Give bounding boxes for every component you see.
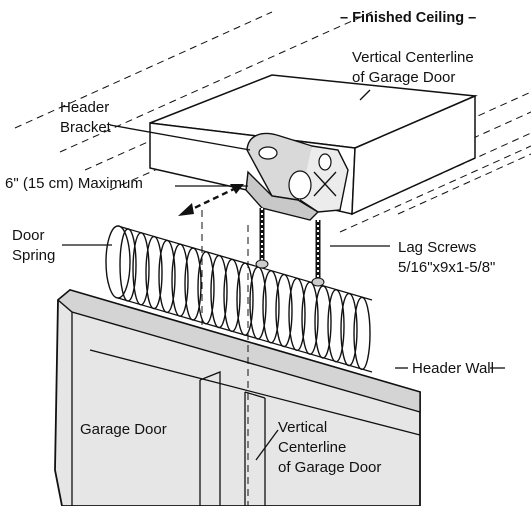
spring-coil xyxy=(314,285,332,359)
spring-coil xyxy=(145,235,163,310)
finished-ceiling-label: – Finished Ceiling – xyxy=(340,10,476,26)
spring-coil xyxy=(340,292,358,367)
spring-coil xyxy=(132,232,150,306)
spring-coil xyxy=(236,262,254,336)
spring-coil xyxy=(210,254,228,329)
header-bracket-label-2: Bracket xyxy=(60,119,112,136)
door-spring xyxy=(105,225,373,373)
spring-coil xyxy=(288,277,306,352)
vertical-centerline-bottom-label-3: of Garage Door xyxy=(278,459,381,476)
vertical-centerline-top-label-1: Vertical Centerline xyxy=(352,49,474,66)
door-spring-label-2: Spring xyxy=(12,247,55,264)
vertical-centerline-bottom-label-1: Vertical xyxy=(278,419,327,436)
leader-lines xyxy=(62,89,390,461)
lag-screws xyxy=(255,208,325,287)
spring-coil xyxy=(275,273,293,348)
header-wall-label: Header Wall xyxy=(412,360,494,377)
door-spring-label-1: Door xyxy=(12,227,45,244)
spring-coil xyxy=(171,243,189,317)
spring-coil xyxy=(197,251,215,325)
header-bracket-label-1: Header xyxy=(60,99,109,116)
lag-screws-label-1: Lag Screws xyxy=(398,239,476,256)
spring-coil xyxy=(119,228,137,302)
max-distance-arrow xyxy=(178,184,244,216)
spring-coil xyxy=(184,247,202,321)
header-bracket xyxy=(245,132,349,221)
garage-door-label: Garage Door xyxy=(80,421,167,438)
max-distance-label: 6" (15 cm) Maximum xyxy=(5,175,143,192)
spring-coil xyxy=(353,296,371,371)
vertical-centerline-top-label-2: of Garage Door xyxy=(352,69,455,86)
spring-coil xyxy=(301,281,319,355)
spring-coil xyxy=(223,258,241,333)
lag-screws-label-2: 5/16"x9x1-5/8" xyxy=(398,259,495,276)
spring-coil xyxy=(262,270,280,344)
spring-coil xyxy=(158,239,176,314)
vertical-centerline-bottom-label-2: Centerline xyxy=(278,439,346,456)
spring-coil xyxy=(327,289,345,363)
garage-door-panel xyxy=(54,289,421,506)
